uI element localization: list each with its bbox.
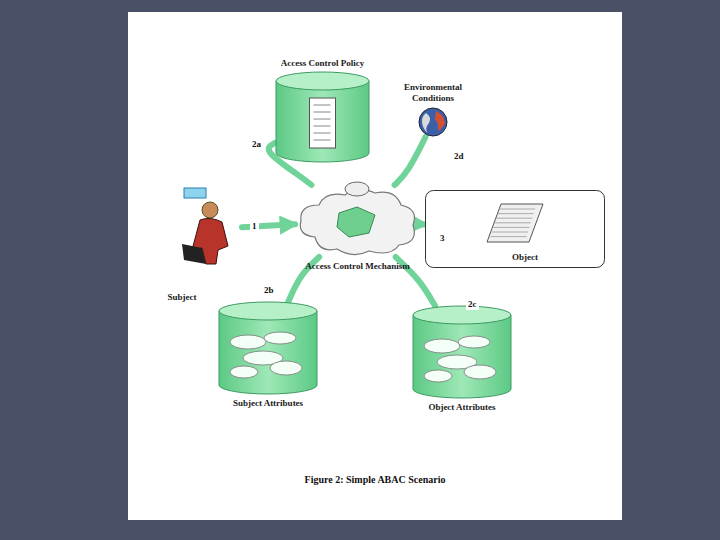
policy-line (314, 105, 331, 106)
cylinder-top (276, 72, 369, 90)
person-legs (182, 244, 206, 264)
document-line (496, 218, 532, 219)
figure-caption: Figure 2: Simple ABAC Scenario (128, 474, 622, 485)
diagram-node: Access Control Mechanism (295, 185, 420, 257)
mechanism-gear (345, 182, 369, 196)
attribute-bubble (464, 365, 496, 379)
connector (395, 137, 426, 185)
globe-land (435, 111, 445, 131)
id-badge (184, 188, 206, 198)
connector (420, 221, 425, 227)
node-label: Environmental Conditions (393, 82, 473, 103)
attribute-bubble (424, 339, 460, 353)
cylinder-body (219, 311, 317, 394)
node-shape (418, 107, 448, 137)
node-label: Subject Attributes (213, 398, 323, 408)
diagram-node: Object Attributes (412, 306, 512, 398)
policy-line (314, 126, 331, 127)
attribute-bubble (230, 335, 266, 349)
callout-number: 2a (250, 140, 263, 150)
attribute-bubble (270, 361, 302, 375)
document-line (495, 222, 531, 223)
diagram-node: Access Control Policy (275, 72, 370, 162)
diagram-node: Subject (172, 188, 242, 270)
node-label: Subject (152, 292, 212, 302)
diagram-node: Object (425, 190, 605, 268)
cylinder-top (219, 302, 317, 320)
attribute-bubble (458, 336, 490, 348)
mechanism-core (337, 207, 375, 237)
document-line (491, 236, 527, 237)
globe (419, 108, 447, 136)
callout-number: 1 (250, 222, 259, 232)
diagram-node: Environmental Conditions (418, 107, 448, 137)
document-line (493, 227, 529, 228)
policy-sheet (310, 98, 336, 148)
mechanism-cloud (300, 189, 414, 254)
attribute-bubble (424, 370, 452, 382)
object-box (426, 191, 605, 268)
globe-land (422, 113, 430, 133)
document-icon (487, 204, 543, 242)
policy-line (314, 119, 331, 120)
policy-line (314, 112, 331, 113)
person-head (202, 202, 218, 218)
document-line (498, 213, 534, 214)
node-label: Object Attributes (407, 402, 517, 412)
node-shape (295, 185, 420, 257)
cylinder-top (413, 306, 511, 324)
callout-number: 2b (262, 286, 276, 296)
callout-number: 2c (466, 300, 479, 310)
node-label: Access Control Mechanism (303, 261, 413, 271)
document-line (499, 209, 535, 210)
attribute-bubble (230, 366, 258, 378)
policy-line (314, 140, 331, 141)
cylinder-body (413, 315, 511, 398)
node-label: Access Control Policy (273, 58, 373, 68)
node-label: Object (485, 252, 565, 262)
cylinder-body (276, 81, 369, 162)
node-shape (412, 306, 512, 398)
policy-line (314, 133, 331, 134)
node-shape (172, 188, 242, 270)
node-shape (275, 72, 370, 162)
document-line (492, 232, 528, 233)
callout-number: 3 (438, 234, 447, 244)
attribute-bubble (264, 332, 296, 344)
callout-number: 2d (452, 152, 466, 162)
node-shape (218, 302, 318, 394)
diagram-node: Subject Attributes (218, 302, 318, 394)
